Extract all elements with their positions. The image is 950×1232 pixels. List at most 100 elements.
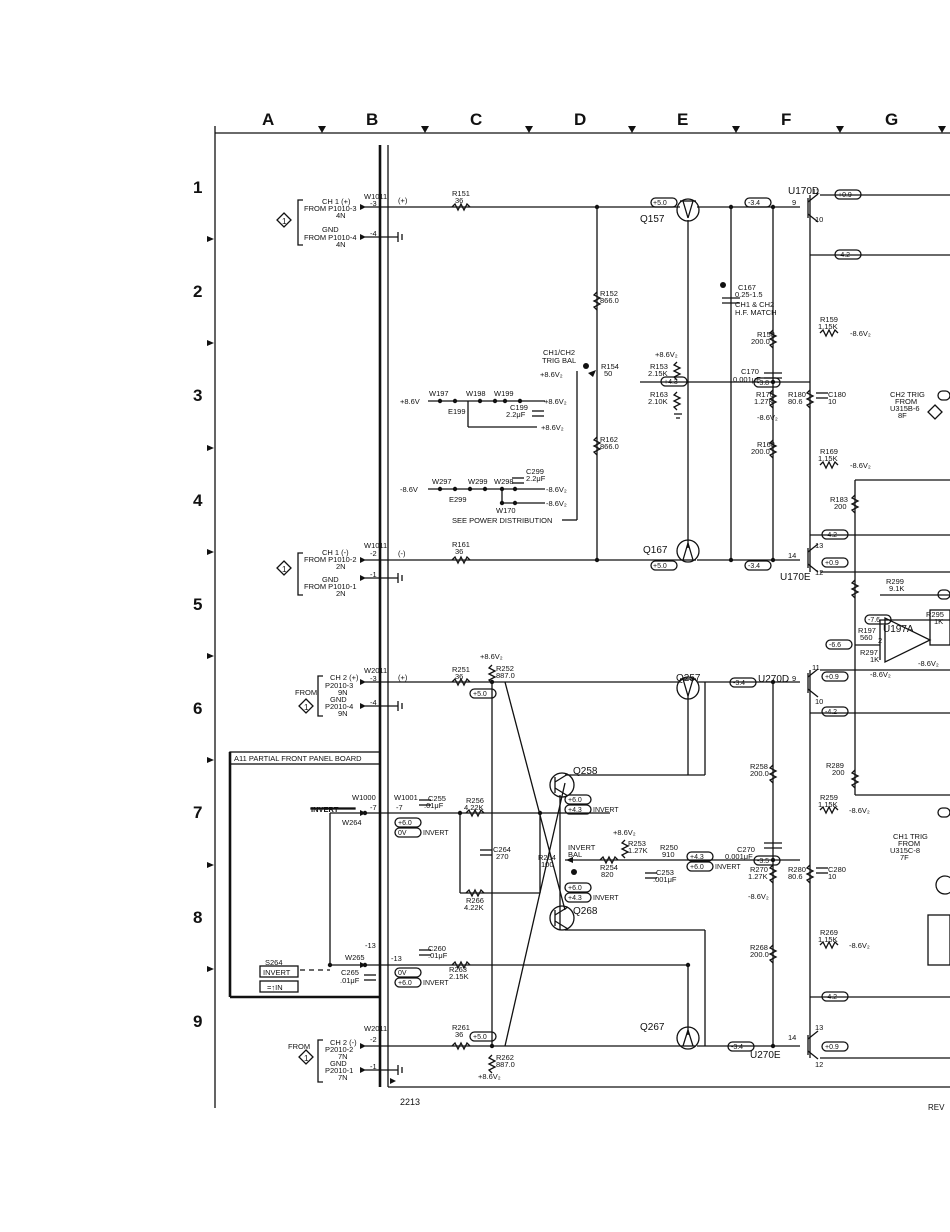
component-label: Q257: [676, 673, 701, 684]
component-label: U315B-6: [890, 404, 920, 413]
component-label: +5.0: [473, 1034, 487, 1041]
pin-label: (-): [398, 549, 406, 558]
component-label: .001μF: [653, 875, 677, 884]
connector-label: P2010-3: [325, 681, 353, 690]
diamond-icon: 1: [298, 1049, 314, 1065]
component-label: 1: [282, 217, 287, 226]
component-label: 36: [455, 547, 463, 556]
component-label: R197: [858, 626, 876, 635]
component-label: 11: [812, 187, 820, 196]
component-label: R266: [466, 896, 484, 905]
component-label: R259: [820, 793, 838, 802]
pin-label: (+): [398, 196, 408, 205]
connector-label: 7N: [338, 1073, 348, 1082]
component-label: Q267: [640, 1022, 665, 1033]
component-label: INVERT: [568, 843, 596, 852]
component-label: -8.6V₂: [546, 485, 567, 494]
component-label: +8.6V₂: [655, 350, 678, 359]
component-label: 100: [541, 860, 554, 869]
pin-label: (+): [398, 673, 408, 682]
component-label: W197: [429, 389, 449, 398]
ic-transistor-u270d: [807, 668, 819, 698]
component-label: -4.2: [825, 994, 837, 1001]
connector-label: CH 1 (-): [322, 548, 349, 557]
component-label: -3.4: [731, 1044, 743, 1051]
component-label: C180: [828, 390, 846, 399]
component-label: U270E: [750, 1050, 781, 1061]
component-label: -3.4: [748, 200, 760, 207]
component-label: +8.6V: [400, 397, 420, 406]
component-label: W298: [494, 477, 514, 486]
component-label: C167: [738, 283, 756, 292]
resistor-symbol: [819, 940, 839, 950]
transistor-q167: [676, 539, 700, 563]
component-label: R158: [757, 330, 775, 339]
capacitor-symbol: [419, 949, 431, 956]
component-label: U270D: [758, 674, 789, 685]
component-label: 11: [812, 663, 820, 672]
resistor-symbol: [599, 855, 619, 865]
component-label: 2.2μF: [506, 410, 526, 419]
transistor-q257: [676, 676, 700, 700]
component-label: +8.6V₂: [544, 397, 567, 406]
capacitor-symbol: [816, 392, 828, 399]
component-label: R258: [750, 762, 768, 771]
frame: [207, 126, 950, 1108]
resistor-symbol: [451, 202, 471, 212]
row-label: 5: [193, 595, 202, 614]
labels: A11 PARTIAL FRONT PANEL BOARD CH 1 (+) F…: [234, 186, 945, 1112]
row-label: 1: [193, 178, 202, 197]
component-label: 200: [832, 768, 845, 777]
component-label: Q167: [643, 545, 668, 556]
connector-label: 2N: [336, 589, 346, 598]
component-label: R270: [750, 865, 768, 874]
component-label: -8.6V₂: [849, 941, 870, 950]
resistor-symbol: [451, 960, 471, 970]
component-label: R251: [452, 665, 470, 674]
component-label: +5.0: [653, 200, 667, 207]
switch-label: =↑IN: [267, 983, 283, 992]
component-label: FROM: [895, 397, 917, 406]
component-label: E299: [449, 495, 467, 504]
connector-label: FROM P1010-4: [304, 233, 357, 242]
component-label: 887.0: [496, 671, 515, 680]
transistor-q157: [676, 198, 700, 222]
transistor-q268: [549, 905, 575, 931]
capacitor-symbol: [512, 477, 524, 484]
component-label: -8.6V: [400, 485, 418, 494]
component-label: +0.9: [838, 192, 852, 199]
connector-label: GND: [322, 575, 339, 584]
component-label: U197A: [883, 624, 914, 635]
component-label: 12: [815, 568, 823, 577]
component-label: 866.0: [600, 442, 619, 451]
pin-label: W264: [342, 818, 362, 827]
pin-label: -13: [365, 941, 376, 950]
component-label: R169: [820, 447, 838, 456]
row-label: 6: [193, 699, 202, 718]
component-label: 910: [662, 850, 675, 859]
component-label: 8F: [898, 411, 907, 420]
component-label: 50: [604, 369, 612, 378]
component-label: R151: [452, 189, 470, 198]
diamond-icon: [927, 404, 943, 420]
component-label: 0V: [398, 830, 407, 837]
component-label: U170D: [788, 186, 819, 197]
component-label: 9: [792, 674, 796, 683]
pin-label: W1001: [394, 793, 418, 802]
component-label: 12: [815, 1060, 823, 1069]
component-label: W199: [494, 389, 514, 398]
component-label: 1.27K: [628, 846, 648, 855]
component-label: -8.6V₂: [748, 892, 769, 901]
connector-label: FROM: [295, 688, 317, 697]
component-label: 1: [304, 703, 309, 712]
component-label: +8.6V₂: [613, 828, 636, 837]
component-label: 1.27K: [754, 397, 774, 406]
component-label: +0.9: [825, 1044, 839, 1051]
resistor-symbol: [768, 764, 778, 784]
pin-label: W1011: [364, 541, 387, 550]
resistor-symbol: [850, 579, 860, 599]
component-label: 1K: [934, 617, 943, 626]
pin-label: W2011: [364, 1024, 387, 1033]
ground-symbol: [674, 413, 682, 419]
